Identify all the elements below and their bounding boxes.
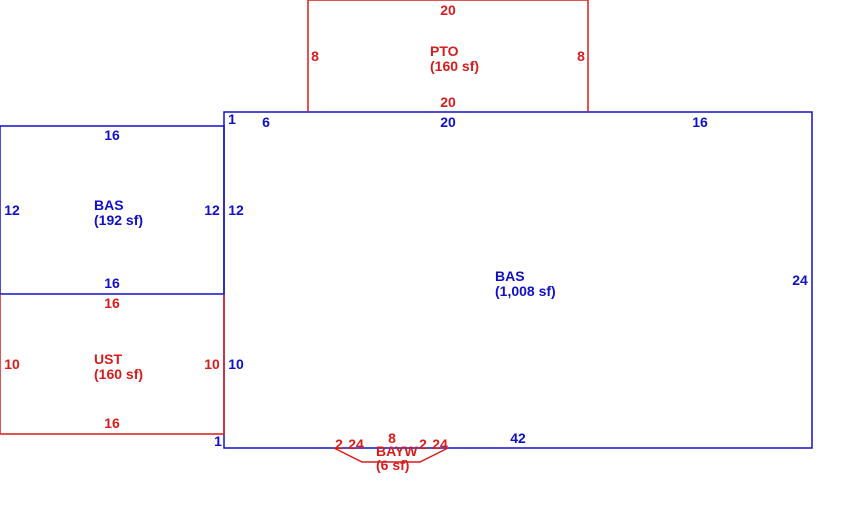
side-bas-dim-left: 12 xyxy=(4,202,20,218)
bayw-area: (6 sf) xyxy=(376,457,409,473)
ust-dim-bottom: 16 xyxy=(104,415,120,431)
side-bas-area: (192 sf) xyxy=(94,212,143,228)
ust-area: (160 sf) xyxy=(94,366,143,382)
bayw-dim-right-side: 24 xyxy=(432,436,448,452)
bayw-code: BAYW xyxy=(376,443,418,459)
side-bas-dim-right: 12 xyxy=(204,202,220,218)
pto-code: PTO xyxy=(430,43,459,59)
bayw-outline xyxy=(333,447,449,463)
pto-dim-left: 8 xyxy=(311,48,319,64)
main-bas-dim-top-1: 6 xyxy=(262,114,270,130)
side-bas-code: BAS xyxy=(94,197,124,213)
ust-dim-right: 10 xyxy=(204,356,220,372)
pto-dim-top: 20 xyxy=(440,2,456,18)
bayw-dim-right-diag: 2 xyxy=(419,436,427,452)
bayw-dim-left-diag: 2 xyxy=(335,436,343,452)
pto-outline xyxy=(307,0,589,112)
side-bas-dim-bottom: 16 xyxy=(104,275,120,291)
ust-code: UST xyxy=(94,351,122,367)
main-bas-area: (1,008 sf) xyxy=(495,283,556,299)
pto-dim-right: 8 xyxy=(577,48,585,64)
main-bas-dim-top-2: 20 xyxy=(440,114,456,130)
bayw-dim-left-side: 24 xyxy=(348,436,364,452)
ust-dim-top: 16 xyxy=(104,295,120,311)
side-bas-dim-top: 16 xyxy=(104,127,120,143)
main-bas-dim-bottom: 42 xyxy=(510,430,526,446)
main-bas-dim-top-3: 16 xyxy=(692,114,708,130)
pto-dim-bottom: 20 xyxy=(440,94,456,110)
main-bas-dim-left-lower: 10 xyxy=(228,356,244,372)
pto-area: (160 sf) xyxy=(430,58,479,74)
bayw-dim-top: 8 xyxy=(388,430,396,446)
ust-outline xyxy=(0,294,225,435)
main-bas-dim-top-step: 1 xyxy=(228,111,236,127)
ust-dim-left: 10 xyxy=(4,356,20,372)
main-bas-dim-left-upper: 12 xyxy=(228,202,244,218)
side-bas-outline xyxy=(0,125,225,295)
main-bas-code: BAS xyxy=(495,268,525,284)
main-bas-dim-bottom-step: 1 xyxy=(214,433,222,449)
main-bas-dim-right: 24 xyxy=(792,272,808,288)
